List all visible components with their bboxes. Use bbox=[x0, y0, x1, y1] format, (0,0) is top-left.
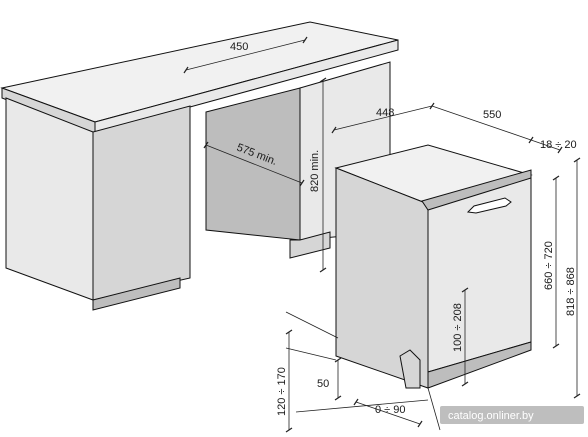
watermark: catalog.onliner.by bbox=[448, 410, 534, 422]
label-plinth-panel: 100 ÷ 208 bbox=[452, 303, 464, 352]
label-feet-offset: 0 ÷ 90 bbox=[375, 404, 406, 416]
label-door-height: 660 ÷ 720 bbox=[543, 241, 555, 290]
dimension-lines bbox=[183, 36, 581, 433]
door-top-strip bbox=[421, 169, 532, 211]
label-door-gap: 18 ÷ 20 bbox=[540, 139, 577, 151]
dishwasher-plinth bbox=[427, 341, 532, 389]
left-base-unit bbox=[5, 97, 94, 301]
left-base-unit-side bbox=[92, 105, 191, 301]
right-support-step bbox=[289, 231, 331, 259]
door-handle bbox=[466, 197, 512, 214]
label-plinth-depth: 50 bbox=[317, 378, 329, 390]
dishwasher bbox=[334, 144, 533, 389]
worktop-side-edge bbox=[94, 39, 399, 134]
label-worktop-depth: 450 bbox=[230, 41, 248, 53]
label-width: 448 bbox=[376, 107, 394, 119]
watermark-background bbox=[440, 406, 584, 424]
label-overall-height: 818 ÷ 868 bbox=[565, 267, 577, 316]
left-plinth bbox=[92, 277, 181, 311]
foot-bracket bbox=[399, 349, 421, 389]
label-depth: 550 bbox=[483, 109, 501, 121]
label-plinth-height: 120 ÷ 170 bbox=[276, 367, 288, 416]
label-min-niche-height: 820 min. bbox=[309, 150, 321, 192]
